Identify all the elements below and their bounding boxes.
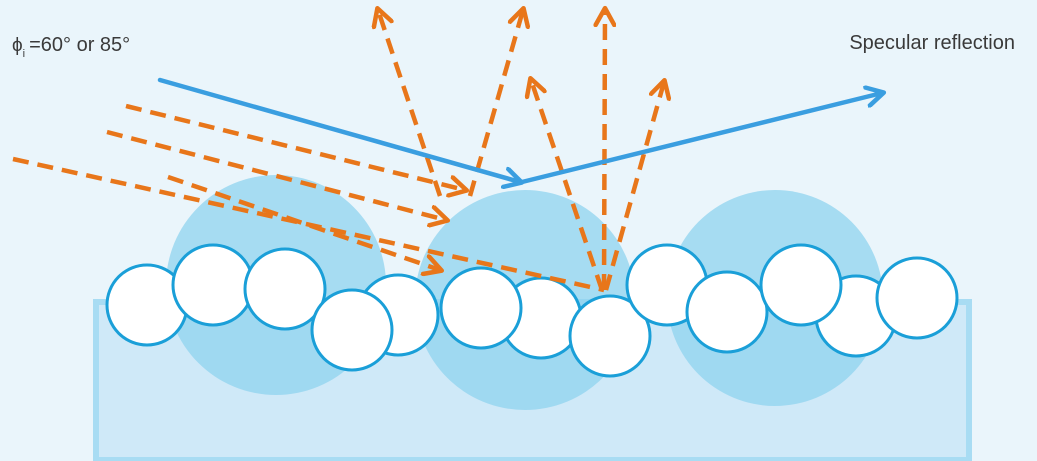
incident-ray <box>106 129 446 220</box>
scattered-ray <box>467 10 523 197</box>
specular-reflected-ray <box>519 93 882 185</box>
incidence-angle-label: ϕi=60° or 85° <box>12 34 131 60</box>
small-particle <box>439 266 523 350</box>
scattered-ray <box>604 10 605 291</box>
small-particle <box>875 256 959 340</box>
specular-rays <box>157 77 882 185</box>
small-particle <box>310 288 394 372</box>
angle-symbol: ϕ <box>12 35 23 56</box>
small-particles <box>105 243 959 378</box>
angle-subscript: i <box>22 48 26 60</box>
small-particle <box>243 247 327 331</box>
scattered-rays <box>378 10 664 291</box>
small-particle <box>759 243 843 327</box>
small-particle <box>685 270 769 354</box>
specular-incident-ray <box>157 77 520 182</box>
specular-reflection-label: Specular reflection <box>849 32 1015 54</box>
angle-value: =60° or 85° <box>29 34 131 56</box>
incident-ray <box>125 103 465 190</box>
incident-scatter-rays <box>12 103 605 293</box>
small-particle <box>568 294 652 378</box>
incident-ray <box>12 156 605 293</box>
incident-ray <box>167 174 440 270</box>
scattered-ray <box>603 82 664 291</box>
scattered-ray <box>378 10 443 197</box>
scattered-ray <box>531 80 605 291</box>
small-particle <box>171 243 255 327</box>
